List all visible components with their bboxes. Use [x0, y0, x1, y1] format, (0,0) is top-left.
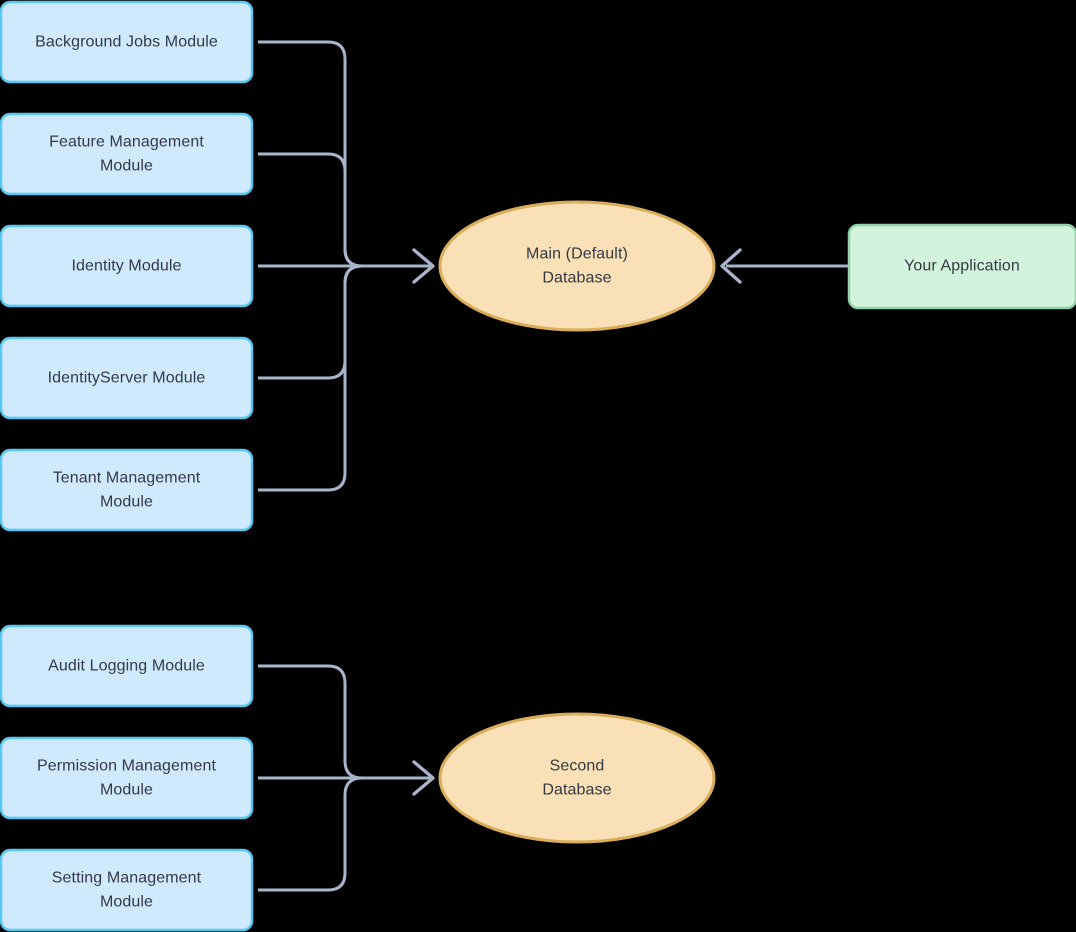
node-permission-management-module-rect[interactable] — [0, 736, 254, 820]
node-permission-management-module-label-line2: Module — [100, 782, 153, 799]
node-feature-management-module-label-line2: Module — [100, 158, 153, 175]
edge-group-second-database — [258, 664, 435, 892]
arrowhead-main-database-right — [720, 248, 742, 284]
node-second-database-ellipse[interactable] — [438, 712, 716, 844]
module-group-main: Background Jobs Module Feature Managemen… — [0, 0, 254, 532]
node-identityserver-module-rect[interactable] — [0, 336, 254, 420]
node-permission-management-module[interactable]: Permission Management Module — [0, 736, 254, 820]
edge-identity-server-to-main — [258, 264, 400, 380]
node-main-database-label-line1: Main (Default) — [526, 246, 628, 263]
node-setting-management-module-label-line1: Setting Management — [52, 870, 202, 887]
module-group-second: Audit Logging Module Permission Manageme… — [0, 624, 254, 932]
edge-group-main-database — [258, 40, 435, 492]
node-background-jobs-module-rect[interactable] — [0, 0, 254, 84]
node-background-jobs-module-label: Background Jobs Module — [35, 34, 218, 51]
node-main-database-label-line2: Database — [542, 270, 611, 287]
node-second-database[interactable]: Second Database — [438, 712, 716, 844]
edge-setting-management-to-second — [258, 776, 400, 892]
node-your-application-rect[interactable] — [847, 223, 1076, 310]
node-tenant-management-module-rect[interactable] — [0, 448, 254, 532]
node-identity-module-label: Identity Module — [71, 258, 181, 275]
node-setting-management-module-label-line2: Module — [100, 894, 153, 911]
node-tenant-management-module-label-line2: Module — [100, 494, 153, 511]
node-tenant-management-module-label-line1: Tenant Management — [53, 470, 201, 487]
node-your-application-label: Your Application — [904, 258, 1020, 275]
node-identity-module[interactable]: Identity Module — [0, 224, 254, 308]
node-main-database-ellipse[interactable] — [438, 200, 716, 332]
node-feature-management-module-rect[interactable] — [0, 112, 254, 196]
node-second-database-label-line1: Second — [550, 758, 605, 775]
node-background-jobs-module[interactable]: Background Jobs Module — [0, 0, 254, 84]
arrowhead-main-database-left — [412, 248, 435, 284]
edge-group-application — [720, 248, 848, 284]
node-second-database-label-line2: Database — [542, 782, 611, 799]
node-audit-logging-module-rect[interactable] — [0, 624, 254, 708]
node-identityserver-module-label: IdentityServer Module — [48, 370, 206, 387]
edge-audit-logging-to-second — [258, 664, 400, 780]
node-setting-management-module[interactable]: Setting Management Module — [0, 848, 254, 932]
node-main-database[interactable]: Main (Default) Database — [438, 200, 716, 332]
node-identityserver-module[interactable]: IdentityServer Module — [0, 336, 254, 420]
node-identity-module-rect[interactable] — [0, 224, 254, 308]
node-setting-management-module-rect[interactable] — [0, 848, 254, 932]
node-audit-logging-module-label: Audit Logging Module — [48, 658, 205, 675]
edge-feature-management-to-main — [258, 152, 400, 268]
node-your-application[interactable]: Your Application — [847, 223, 1076, 310]
edge-tenant-management-to-main — [258, 264, 400, 492]
node-feature-management-module[interactable]: Feature Management Module — [0, 112, 254, 196]
node-tenant-management-module[interactable]: Tenant Management Module — [0, 448, 254, 532]
node-permission-management-module-label-line1: Permission Management — [37, 758, 217, 775]
arrowhead-second-database-left — [412, 760, 435, 796]
node-feature-management-module-label-line1: Feature Management — [49, 134, 204, 151]
database-group: Main (Default) Database Second Database — [438, 200, 716, 844]
node-audit-logging-module[interactable]: Audit Logging Module — [0, 624, 254, 708]
